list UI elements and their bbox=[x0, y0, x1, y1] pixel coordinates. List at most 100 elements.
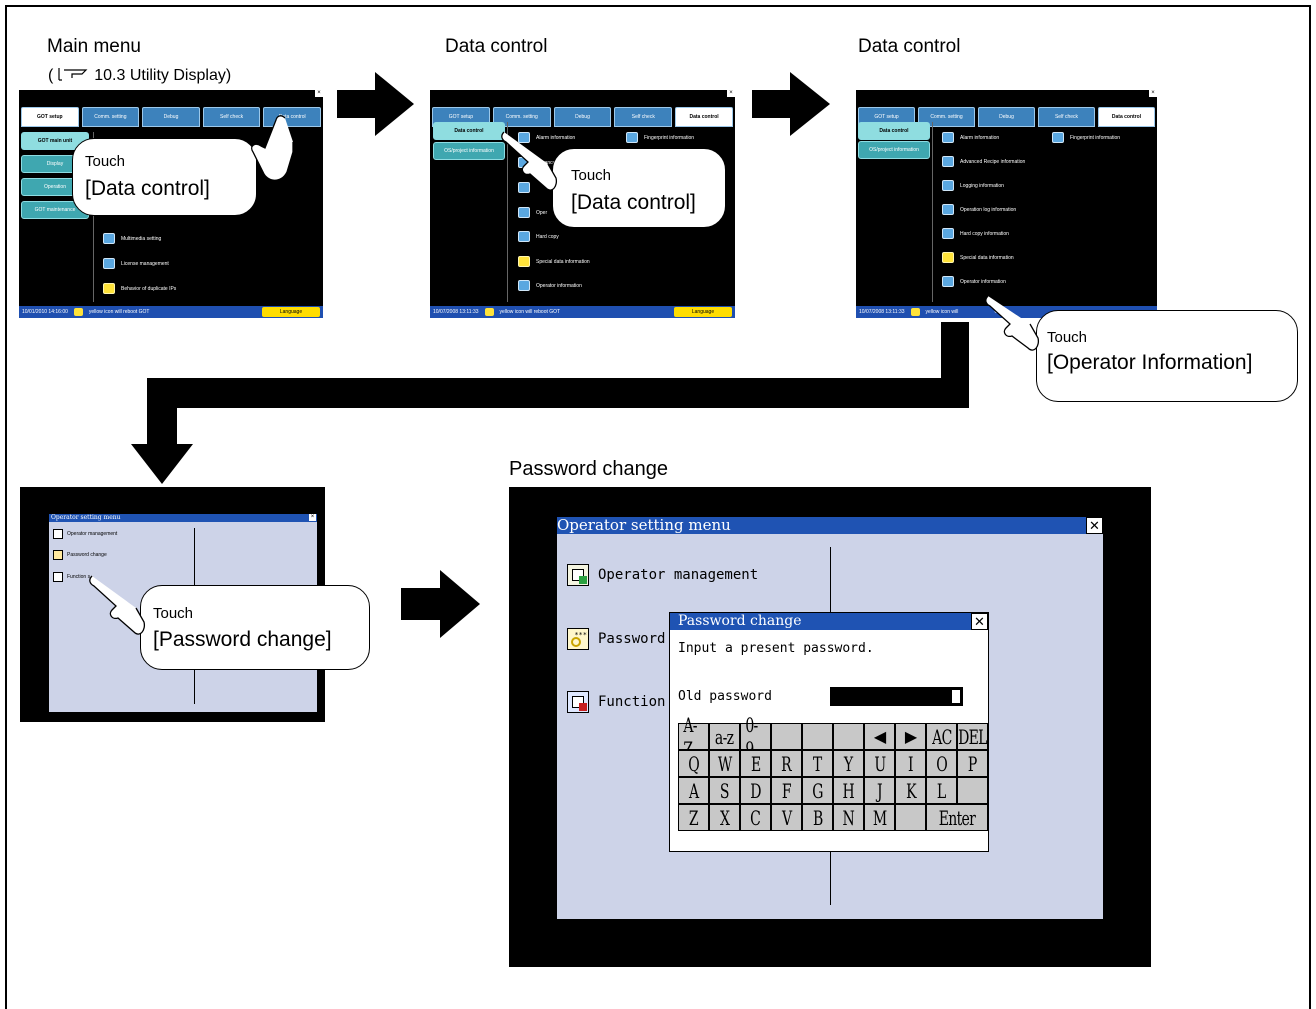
item-hard-copy[interactable]: Hard copy information bbox=[942, 228, 1009, 239]
key-numeric[interactable]: 0-9 bbox=[740, 713, 771, 761]
item-hard-copy[interactable]: Hard copy bbox=[518, 231, 559, 242]
close-icon[interactable]: × bbox=[1149, 90, 1157, 97]
item-operator-info[interactable]: Operator information bbox=[942, 276, 1006, 287]
close-icon[interactable]: ✕ bbox=[1086, 517, 1103, 534]
close-icon[interactable]: × bbox=[727, 90, 735, 97]
key-y[interactable]: Y bbox=[833, 750, 864, 777]
item-operator-info[interactable]: Operator information bbox=[518, 280, 582, 291]
side-os-project-info[interactable]: OS/project information bbox=[858, 141, 930, 159]
key-q[interactable]: Q bbox=[678, 750, 709, 777]
key-j[interactable]: J bbox=[864, 777, 895, 804]
key-z[interactable]: Z bbox=[678, 804, 709, 831]
key-v[interactable]: V bbox=[771, 804, 802, 831]
item-logging[interactable] bbox=[518, 182, 530, 193]
dialog-close-icon[interactable]: ✕ bbox=[971, 613, 988, 630]
item-password-change[interactable]: *** Password bbox=[567, 628, 665, 650]
item-license-management[interactable]: License management bbox=[103, 258, 169, 269]
key-t[interactable]: T bbox=[802, 750, 833, 777]
tab-data-control[interactable]: Data control bbox=[675, 107, 733, 127]
key-n[interactable]: N bbox=[833, 804, 864, 831]
menu-body: Operator setting menu ✕ Operator managem… bbox=[557, 517, 1103, 919]
item-special-data[interactable]: Special data information bbox=[942, 252, 1014, 263]
key-f[interactable]: F bbox=[771, 777, 802, 804]
reference-link[interactable]: ( 10.3 Utility Display) bbox=[48, 66, 231, 85]
item-label: Function bbox=[598, 694, 666, 710]
language-button[interactable]: Language bbox=[674, 307, 732, 317]
key-m[interactable]: M bbox=[864, 804, 895, 831]
yellow-square-icon bbox=[484, 308, 494, 316]
close-icon[interactable]: × bbox=[315, 90, 323, 97]
key-right-arrow-icon[interactable]: ▶ bbox=[895, 723, 926, 750]
item-logging[interactable]: Logging information bbox=[942, 180, 1004, 191]
tab-self-check[interactable]: Self check bbox=[1038, 107, 1095, 127]
item-alarm-info[interactable]: Alarm information bbox=[518, 132, 575, 143]
item-multimedia-setting[interactable]: Multimedia setting bbox=[103, 233, 161, 244]
old-password-field[interactable] bbox=[830, 687, 963, 706]
key-left-arrow-icon[interactable]: ◀ bbox=[864, 723, 895, 750]
item-operation-log[interactable]: Oper bbox=[518, 207, 547, 218]
caption-data-control-1: Data control bbox=[445, 36, 548, 57]
item-label: Operator management bbox=[67, 531, 118, 537]
side-got-maintenance[interactable]: GOT maintenance bbox=[21, 201, 89, 219]
status-message: yellow icon will reboot GOT bbox=[88, 309, 150, 315]
key-s[interactable]: S bbox=[709, 777, 740, 804]
item-alarm-info[interactable]: Alarm information bbox=[942, 132, 999, 143]
key-l[interactable]: L bbox=[926, 777, 957, 804]
function-icon bbox=[53, 572, 63, 582]
callout-target-label: [Operator Information] bbox=[1047, 351, 1253, 374]
key-r[interactable]: R bbox=[771, 750, 802, 777]
key-ac[interactable]: AC bbox=[926, 723, 957, 750]
key-upper-alpha[interactable]: A-Z bbox=[678, 713, 709, 761]
key-o[interactable]: O bbox=[926, 750, 957, 777]
language-button[interactable]: Language bbox=[262, 307, 320, 317]
tab-self-check[interactable]: Self check bbox=[202, 107, 261, 127]
item-fingerprint-info[interactable]: Fingerprint information bbox=[626, 132, 694, 143]
item-advanced-recipe[interactable]: Advanced Recipe information bbox=[942, 156, 1025, 167]
key-p[interactable]: P bbox=[957, 750, 988, 777]
key-del[interactable]: DEL bbox=[957, 723, 988, 750]
item-password-change[interactable]: Password change bbox=[53, 550, 107, 560]
caption-main-menu: Main menu bbox=[47, 36, 141, 57]
tab-comm-setting[interactable]: Comm. setting bbox=[81, 107, 140, 127]
item-label: Behavior of duplicate IPs bbox=[121, 285, 177, 292]
dialog-title-bar: Password change bbox=[670, 613, 988, 630]
key-g[interactable]: G bbox=[802, 777, 833, 804]
side-got-main-unit[interactable]: GOT main unit bbox=[21, 132, 89, 150]
key-w[interactable]: W bbox=[709, 750, 740, 777]
item-special-data[interactable]: Special data information bbox=[518, 256, 590, 267]
key-k[interactable]: K bbox=[895, 777, 926, 804]
key-lower-alpha[interactable]: a-z bbox=[709, 723, 740, 750]
item-function-setting[interactable]: Function s bbox=[53, 572, 90, 582]
item-operator-management[interactable]: Operator management bbox=[567, 564, 758, 586]
item-operator-management[interactable]: Operator management bbox=[53, 529, 117, 539]
side-os-project-info[interactable]: OS/project information bbox=[433, 142, 505, 160]
key-e[interactable]: E bbox=[740, 750, 771, 777]
key-b[interactable]: B bbox=[802, 804, 833, 831]
tab-debug[interactable]: Debug bbox=[142, 107, 200, 127]
key-enter[interactable]: Enter bbox=[926, 804, 988, 831]
close-icon[interactable]: × bbox=[309, 514, 316, 521]
tab-self-check[interactable]: Self check bbox=[614, 107, 673, 127]
key-blank bbox=[833, 723, 864, 750]
tab-debug[interactable]: Debug bbox=[553, 107, 612, 127]
tab-got-setup[interactable]: GOT setup bbox=[21, 107, 79, 127]
item-duplicate-ips[interactable]: Behavior of duplicate IPs bbox=[103, 283, 176, 294]
tab-data-control[interactable]: Data control bbox=[1098, 107, 1155, 127]
key-i[interactable]: I bbox=[895, 750, 926, 777]
key-x[interactable]: X bbox=[709, 804, 740, 831]
key-h[interactable]: H bbox=[833, 777, 864, 804]
blue-square-icon bbox=[518, 231, 530, 242]
item-fingerprint-info[interactable]: Fingerprint information bbox=[1052, 132, 1120, 143]
key-a[interactable]: A bbox=[678, 777, 709, 804]
key-d[interactable]: D bbox=[740, 777, 771, 804]
ref-prefix: ( bbox=[48, 67, 54, 84]
key-u[interactable]: U bbox=[864, 750, 895, 777]
yellow-square-icon bbox=[910, 308, 920, 316]
tab-debug[interactable]: Debug bbox=[978, 107, 1035, 127]
side-data-control[interactable]: Data control bbox=[858, 122, 930, 140]
status-bar: 10/01/2010 14:16:00 yellow icon will reb… bbox=[19, 306, 323, 318]
side-data-control[interactable]: Data control bbox=[433, 122, 505, 140]
item-function-setting[interactable]: Function bbox=[567, 691, 665, 713]
item-operation-log[interactable]: Operation log information bbox=[942, 204, 1016, 215]
key-c[interactable]: C bbox=[740, 804, 771, 831]
